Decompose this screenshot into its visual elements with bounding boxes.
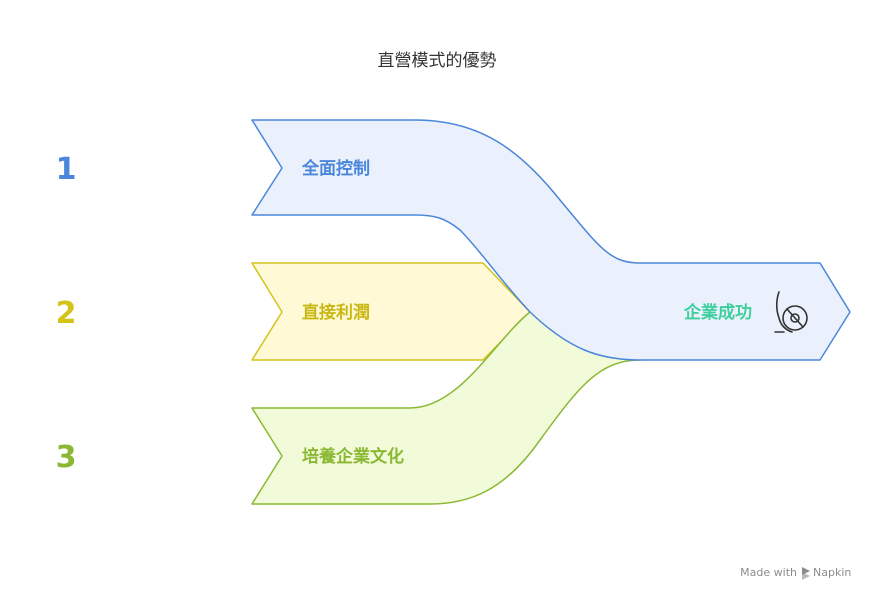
- step-number-2: 2: [56, 296, 77, 331]
- step-number-3: 3: [56, 440, 77, 475]
- diagram-title: 直營模式的優勢: [378, 51, 497, 71]
- band-direct-profit: [251, 262, 531, 361]
- band-culture: [251, 311, 641, 505]
- chess-pawn-icon: [774, 291, 808, 333]
- napkin-logo-icon: [802, 567, 810, 580]
- label-full-control: 全面控制: [301, 158, 370, 179]
- step-number-1: 1: [56, 152, 77, 187]
- result-label: 企業成功: [683, 302, 752, 323]
- label-direct-profit: 直接利潤: [302, 302, 370, 323]
- band-full-control: [251, 119, 851, 361]
- label-culture: 培養企業文化: [302, 446, 404, 467]
- footer-made-with: Made with: [740, 566, 797, 579]
- footer-brand: Napkin: [813, 566, 851, 579]
